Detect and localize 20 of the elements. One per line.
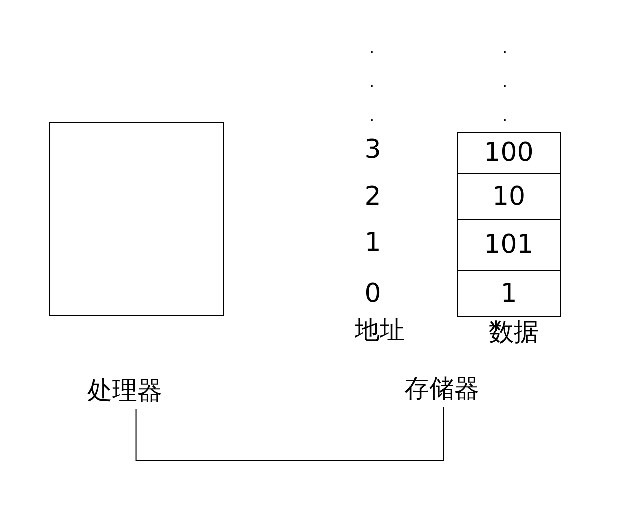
memory-cell: 1 (457, 270, 561, 317)
memory-cell: 100 (457, 132, 561, 174)
memory-cell: 10 (457, 173, 561, 220)
memory-cell: 101 (457, 219, 561, 271)
address-number: 0 (364, 279, 382, 309)
processor-box (49, 122, 224, 316)
ellipsis-dot: . (502, 106, 508, 126)
ellipsis-dot: . (369, 72, 375, 92)
column-heading: 地址 (355, 314, 405, 346)
connector-line (136, 406, 444, 462)
ellipsis-dot: . (502, 38, 508, 58)
node-label: 存储器 (395, 370, 489, 406)
address-number: 1 (364, 228, 382, 258)
address-number: 2 (364, 182, 382, 212)
address-number: 3 (364, 135, 382, 165)
ellipsis-dot: . (369, 106, 375, 126)
ellipsis-dot: . (369, 38, 375, 58)
node-label: 处理器 (78, 372, 172, 408)
column-heading: 数据 (489, 316, 539, 348)
ellipsis-dot: . (502, 72, 508, 92)
